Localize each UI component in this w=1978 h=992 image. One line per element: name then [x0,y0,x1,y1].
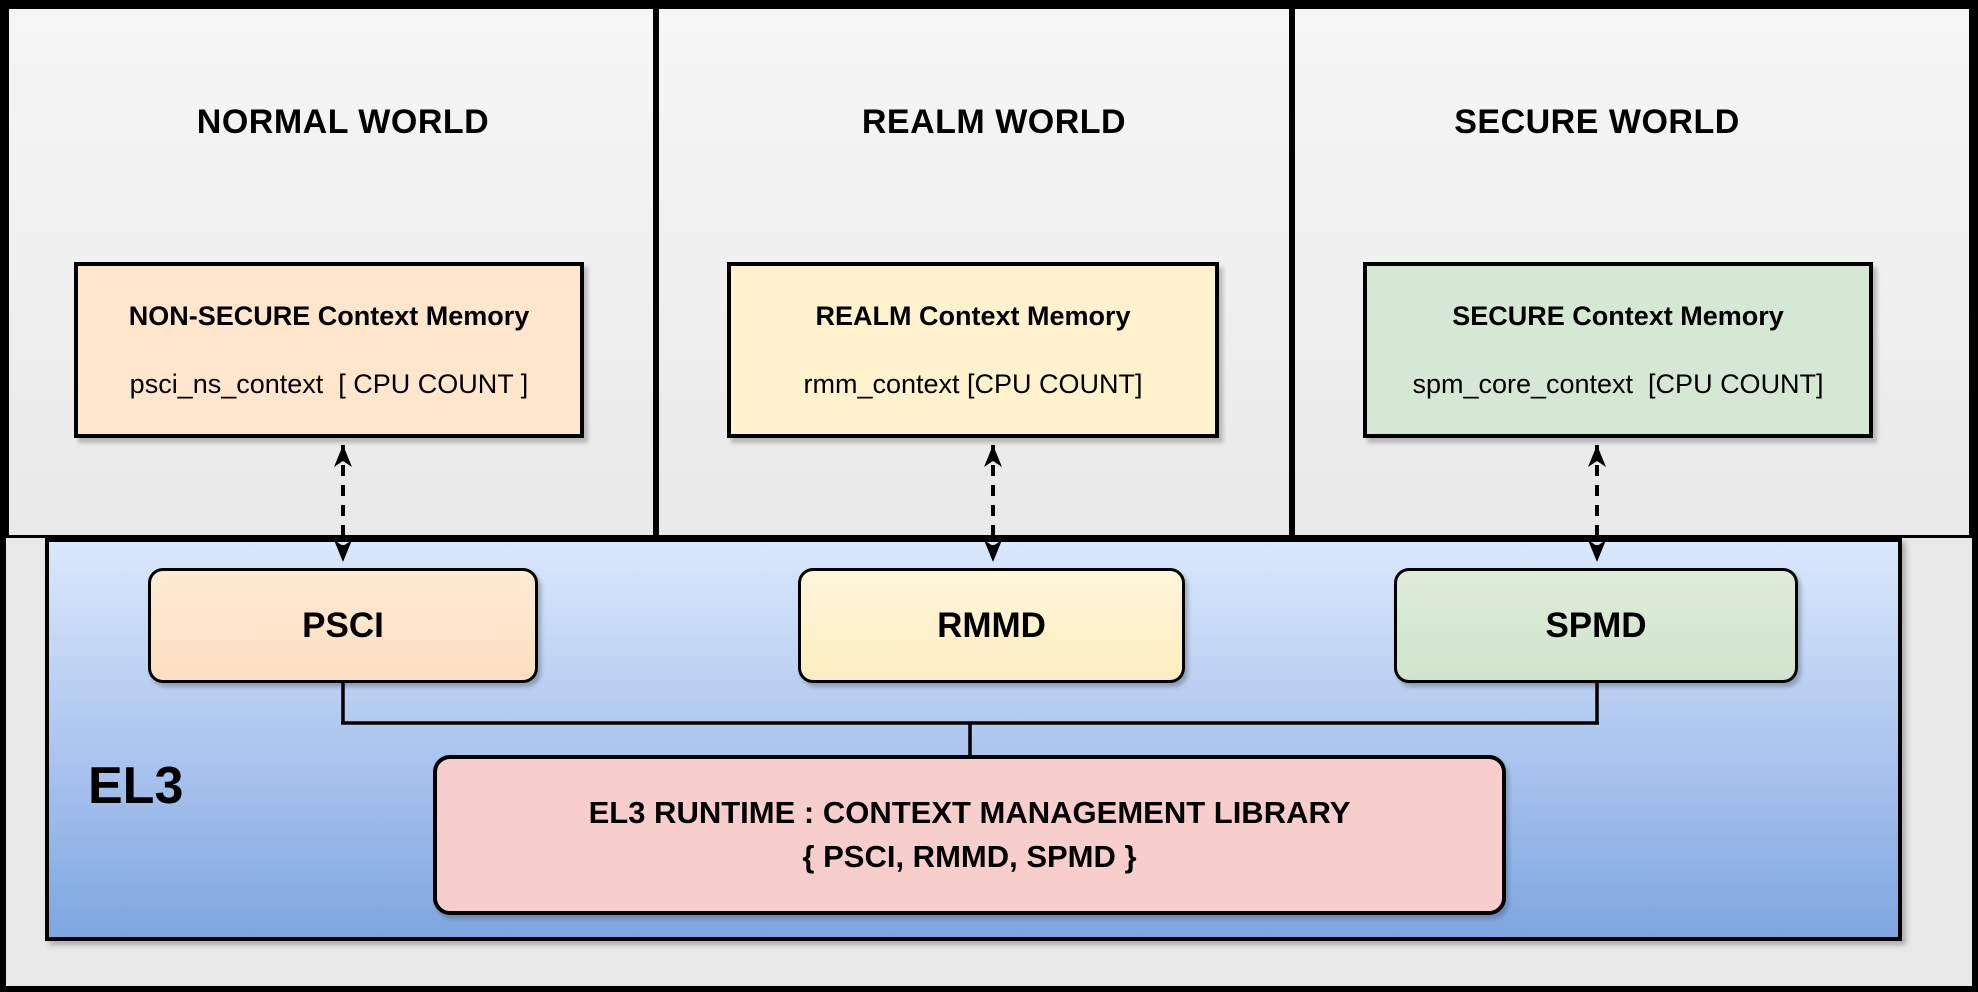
realm-context-memory-title: REALM Context Memory [815,301,1131,331]
secure-context-memory-box: SECURE Context Memory spm_core_context [… [1363,262,1873,438]
realm-world-title: REALM WORLD [861,103,1127,141]
realm-context-memory-box: REALM Context Memory rmm_context [CPU CO… [727,262,1219,438]
psci-component-box: PSCI [148,568,538,683]
el3-runtime-library-line1: EL3 RUNTIME : CONTEXT MANAGEMENT LIBRARY [588,795,1351,830]
non-secure-context-memory-box: NON-SECURE Context Memory psci_ns_contex… [74,262,584,438]
el3-runtime-library-line2: { PSCI, RMMD, SPMD } [802,839,1137,874]
rmmd-component-box: RMMD [798,568,1185,683]
realm-context-memory-array: rmm_context [CPU COUNT] [803,369,1143,399]
secure-world-title: SECURE WORLD [1454,103,1740,141]
secure-context-memory-array: spm_core_context [CPU COUNT] [1412,369,1824,399]
secure-context-memory-title: SECURE Context Memory [1452,301,1784,331]
el3-label: EL3 [88,757,184,815]
non-secure-context-memory-title: NON-SECURE Context Memory [128,301,530,331]
spmd-component-box: SPMD [1394,568,1798,683]
component-bus-connector [341,680,1599,759]
non-secure-context-memory-array: psci_ns_context [ CPU COUNT ] [129,369,529,399]
el3-runtime-library-box: EL3 RUNTIME : CONTEXT MANAGEMENT LIBRARY… [433,755,1506,915]
normal-world-title: NORMAL WORLD [196,103,490,141]
